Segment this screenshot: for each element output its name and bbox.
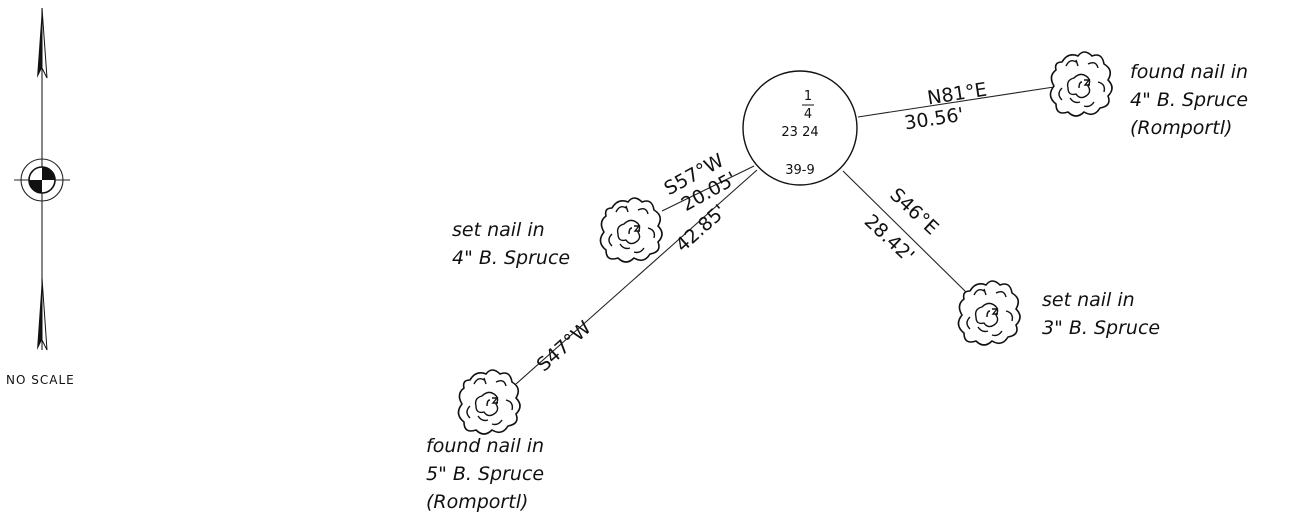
tie-line-ne — [857, 86, 1055, 118]
note-ne-line1: found nail in — [1130, 61, 1248, 83]
note-sw-line3: (Romportl) — [426, 491, 528, 513]
scale-note: NO SCALE — [6, 373, 75, 387]
compass-quadrant-sw — [29, 180, 42, 193]
note-ne-line2: 4" B. Spruce — [1130, 89, 1248, 111]
compass-quadrant-ne — [42, 167, 55, 180]
compass-outer-ring — [20, 158, 64, 202]
tie-line-sw — [515, 169, 758, 385]
tree-w-icon — [599, 197, 663, 263]
tie-lines — [515, 86, 1055, 385]
corner-reference: 39-9 — [785, 163, 815, 178]
corner-circle — [742, 70, 858, 186]
note-ne-line3: (Romportl) — [1130, 117, 1232, 139]
note-se-line2: 3" B. Spruce — [1042, 317, 1160, 339]
north-arrowhead-bottom-half-icon — [41, 277, 48, 351]
tree-notes: found nail in 4" B. Spruce (Romportl) se… — [426, 61, 1248, 513]
corner-monument: 1 4 23 24 39-9 — [742, 70, 858, 186]
tie-line-se — [842, 170, 967, 293]
note-w-line1: set nail in — [452, 219, 545, 241]
corner-sections: 23 24 — [781, 125, 818, 140]
note-sw-line2: 5" B. Spruce — [426, 463, 544, 485]
tree-sw-icon — [457, 369, 521, 435]
note-sw-line1: found nail in — [426, 435, 544, 457]
north-arrowhead-top-half-icon — [41, 7, 48, 79]
note-w-line2: 4" B. Spruce — [452, 247, 570, 269]
tie-line-w — [661, 165, 755, 212]
bearing-sw: S47°W — [533, 317, 596, 376]
corner-fraction-denominator: 4 — [804, 107, 812, 122]
distance-sw: 42.85' — [671, 200, 730, 256]
north-arrow: NO SCALE — [6, 7, 75, 387]
tree-ne-icon — [1049, 51, 1113, 117]
note-se-line1: set nail in — [1042, 289, 1135, 311]
tree-se-icon — [957, 280, 1021, 346]
corner-fraction-numerator: 1 — [804, 89, 812, 104]
